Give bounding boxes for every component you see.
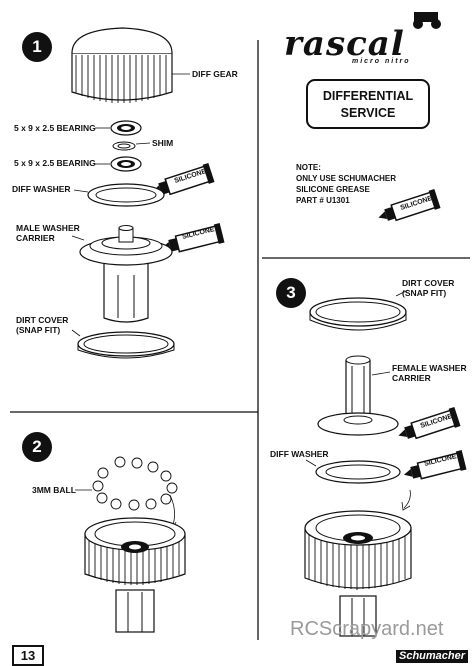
watermark: RCScrapyard.net <box>290 618 444 640</box>
diff-gear-icon <box>71 27 173 103</box>
dirt-cover-icon <box>77 331 175 359</box>
diff-washer-icon <box>315 460 401 484</box>
logo-subtitle: micro nitro <box>352 58 411 65</box>
label-diff-washer-3: DIFF WASHER <box>270 449 329 459</box>
gear-icon <box>84 517 186 633</box>
male-washer-carrier-icon <box>79 225 173 323</box>
bearing-icon <box>110 120 142 136</box>
shim-icon <box>112 141 136 151</box>
rascal-logo: rascal <box>284 24 405 64</box>
label-bearing-bottom: 5 x 9 x 2.5 BEARING <box>14 158 96 168</box>
female-washer-carrier-icon <box>317 355 399 436</box>
label-3mm-ball: 3MM BALL <box>32 485 76 495</box>
note-line-1: NOTE: <box>296 163 321 172</box>
label-male-washer-carrier: MALE WASHER CARRIER <box>16 223 80 243</box>
silicone-note: NOTE: ONLY USE SCHUMACHER SILICONE GREAS… <box>296 162 396 206</box>
label-shim: SHIM <box>152 138 174 148</box>
title-box: DIFFERENTIAL SERVICE <box>306 79 430 129</box>
note-line-2: ONLY USE SCHUMACHER <box>296 174 397 183</box>
gear-icon <box>304 510 412 637</box>
label-diff-gear: DIFF GEAR <box>192 69 238 79</box>
step-1-badge: 1 <box>22 32 52 62</box>
label-dirt-cover-3: DIRT COVER (SNAP FIT) <box>402 278 455 298</box>
label-dirt-cover-1: DIRT COVER (SNAP FIT) <box>16 315 69 335</box>
step-3-badge: 3 <box>276 278 306 308</box>
diff-washer-icon <box>87 183 165 207</box>
title-line-2: SERVICE <box>340 106 396 120</box>
bearing-icon <box>110 156 142 172</box>
schumacher-brand: Schumacher <box>396 650 469 663</box>
logo-truck-icon <box>413 12 441 29</box>
page-number: 13 <box>12 645 44 666</box>
step-2-badge: 2 <box>22 432 52 462</box>
label-bearing-top: 5 x 9 x 2.5 BEARING <box>14 123 96 133</box>
dirt-cover-icon <box>309 297 407 331</box>
ball-ring-icon <box>92 456 178 511</box>
label-diff-washer: DIFF WASHER <box>12 184 71 194</box>
title-line-1: DIFFERENTIAL <box>322 89 414 103</box>
label-female-washer-carrier: FEMALE WASHER CARRIER <box>392 363 467 383</box>
note-line-3: SILICONE GREASE <box>296 185 370 194</box>
note-line-4: PART # U1301 <box>296 196 350 205</box>
